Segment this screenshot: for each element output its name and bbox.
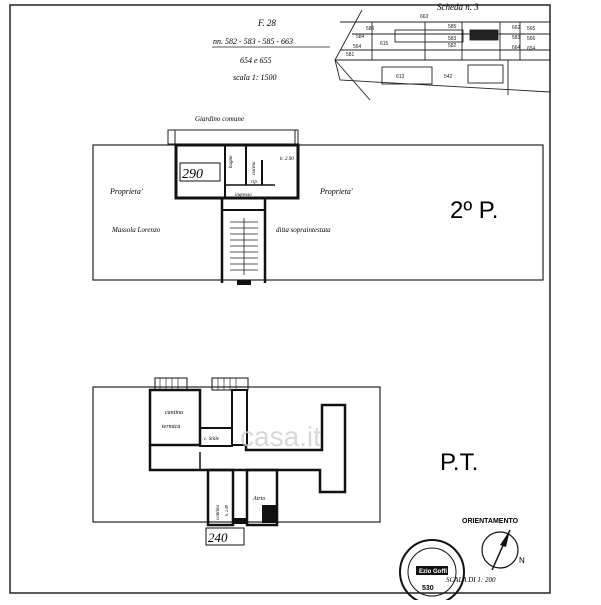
left-owner-line1: Proprieta'	[109, 187, 143, 196]
svg-text:565: 565	[527, 26, 536, 32]
north-arrow-icon: N	[481, 529, 525, 571]
svg-text:615: 615	[380, 41, 389, 47]
left-owner-line2: Massola Lorenzo	[111, 226, 161, 234]
sheet-frame	[9, 4, 551, 594]
scala-mappa-label: scala 1: 1500	[233, 73, 277, 82]
svg-text:583: 583	[448, 36, 457, 42]
svg-text:581: 581	[346, 52, 355, 58]
svg-text:581: 581	[512, 35, 521, 41]
svg-text:cantina: cantina	[216, 505, 221, 520]
scala-pianta-label: SCALA DI 1: 200	[446, 576, 496, 584]
svg-text:ingresso: ingresso	[235, 193, 252, 198]
giardino-label: Giardino comune	[195, 115, 244, 123]
watermark: casa.it	[240, 421, 321, 452]
second-floor-plan: Giardino comune 290 bagno cucina ingr	[92, 115, 544, 285]
parcel-labels: 663 586 584 615 585 583 662 581 582 565 …	[346, 14, 536, 80]
svg-text:N: N	[519, 556, 525, 565]
svg-text:662: 662	[512, 25, 521, 31]
svg-text:654: 654	[527, 46, 536, 52]
mappali-line1: nn. 582 - 583 - 585 - 663	[213, 37, 293, 46]
svg-text:663: 663	[420, 14, 429, 20]
unit-number-2p: 290	[182, 167, 203, 182]
svg-text:c. Stille: c. Stille	[204, 437, 220, 442]
location-map	[334, 9, 551, 101]
mappali-line2: 654 e 655	[240, 56, 272, 65]
svg-text:585: 585	[448, 24, 457, 30]
svg-text:582: 582	[448, 43, 457, 49]
right-owner-line2: ditta sopraintestata	[276, 226, 331, 234]
ground-floor-plan: cantina termica c. Stille Atrio cantina …	[92, 377, 478, 546]
svg-text:termica: termica	[162, 424, 180, 430]
svg-text:cucina: cucina	[252, 161, 257, 175]
svg-text:h. 2.90: h. 2.90	[280, 157, 294, 162]
foglio-label: F. 28	[257, 18, 276, 28]
svg-text:h. 2.40: h. 2.40	[224, 505, 229, 516]
right-owner-line1: Proprieta'	[319, 187, 353, 196]
geometra-stamp: Ezio Goffi 530	[399, 539, 465, 605]
scheda-label: Scheda n. 3	[437, 2, 479, 12]
svg-text:664: 664	[512, 45, 521, 51]
svg-text:Atrio: Atrio	[252, 496, 265, 502]
svg-text:542: 542	[444, 74, 453, 80]
svg-text:530: 530	[422, 585, 434, 592]
level-label-2p: 2º P.	[450, 197, 498, 224]
unit-number-pt: 240	[208, 530, 228, 545]
svg-text:564: 564	[353, 44, 362, 50]
svg-text:Ezio Goffi: Ezio Goffi	[419, 569, 447, 575]
svg-text:bagno: bagno	[229, 155, 234, 168]
level-label-pt: P.T.	[440, 449, 478, 476]
svg-text:586: 586	[366, 26, 375, 32]
orientamento-label: ORIENTAMENTO	[462, 518, 519, 525]
svg-text:613: 613	[396, 74, 405, 80]
svg-text:cantina: cantina	[165, 410, 183, 416]
svg-text:584: 584	[356, 34, 365, 40]
svg-text:rip.: rip.	[251, 180, 258, 185]
svg-text:566: 566	[527, 36, 536, 42]
